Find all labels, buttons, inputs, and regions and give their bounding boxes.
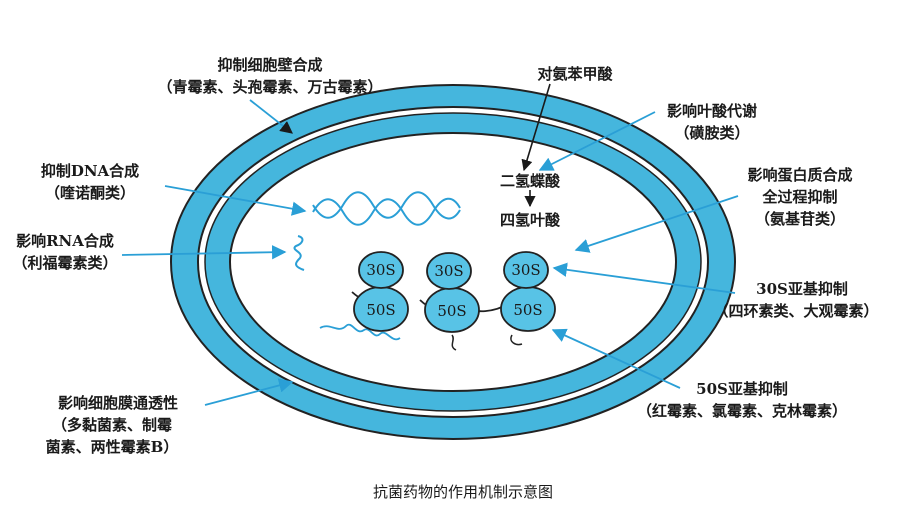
ribosome-30s: [426, 252, 472, 290]
cell-wall-arrow: [249, 99, 293, 134]
folate-drugs: （磺胺类）: [674, 124, 749, 142]
rna-strand: [293, 235, 305, 271]
dna-title: 抑制DNA合成: [41, 162, 139, 180]
mrna-strand-3: [510, 334, 523, 346]
figure-caption: 抗菌药物的作用机制示意图: [373, 483, 553, 501]
rna-title: 影响RNA合成: [16, 232, 114, 250]
ribosome-30s-label: 30S: [511, 261, 540, 279]
s30-title: 30S亚基抑制: [756, 280, 848, 298]
protein-title-2: 全过程抑制: [761, 188, 837, 206]
ribosome-50s-label: 50S: [366, 301, 395, 319]
dna-arrow: [164, 185, 307, 216]
rna-drugs: （利福霉素类）: [12, 254, 117, 272]
ribosome-30s: [358, 251, 404, 289]
dna-drugs: （喹诺酮类）: [45, 184, 135, 202]
ribosome-30s-label: 30S: [366, 261, 395, 279]
s50-title: 50S亚基抑制: [696, 380, 788, 398]
ribosome-30s: [503, 251, 549, 289]
s30-arrow: [552, 262, 736, 294]
protein-title-1: 影响蛋白质合成: [747, 166, 852, 184]
ribosome-2: 30S 50S: [424, 252, 480, 333]
protein-arrow: [574, 195, 739, 253]
ribosome-30s-label: 30S: [434, 262, 463, 280]
dihydrofolate-label: 二氢蝶酸: [500, 172, 561, 190]
dna-helix: [312, 191, 461, 226]
s30-drugs: （四环素类、大观霉素）: [713, 302, 878, 320]
ribosome-50s-label: 50S: [513, 301, 542, 319]
s50-arrow: [551, 328, 681, 389]
folate-arrow: [538, 111, 656, 171]
folate-title: 影响叶酸代谢: [667, 102, 757, 120]
paba-label: 对氨苯甲酸: [537, 65, 613, 83]
membrane-arrow: [204, 378, 294, 406]
membrane-drugs-2: 菌素、两性霉素B）: [46, 438, 179, 456]
rna-arrow: [121, 245, 287, 260]
cell-wall-drugs: （青霉素、头孢霉素、万古霉素）: [157, 78, 382, 96]
ribosome-1: 30S 50S: [353, 251, 409, 332]
membrane-title: 影响细胞膜通透性: [58, 394, 178, 412]
membrane-drugs-1: （多黏菌素、制霉: [52, 416, 172, 434]
tetrahydrofolate-label: 四氢叶酸: [500, 211, 561, 229]
s50-drugs: （红霉素、氯霉素、克林霉素）: [637, 402, 847, 420]
mrna-strand-1: [319, 323, 401, 341]
mrna-strand-2: [451, 334, 457, 351]
ribosome-3: 30S 50S: [500, 251, 556, 332]
protein-drugs: （氨基苷类）: [755, 210, 845, 228]
ribosome-50s-label: 50S: [437, 302, 466, 320]
paba-to-dihydro-arrow: [521, 83, 551, 172]
cell-wall-title: 抑制细胞壁合成: [217, 56, 322, 74]
